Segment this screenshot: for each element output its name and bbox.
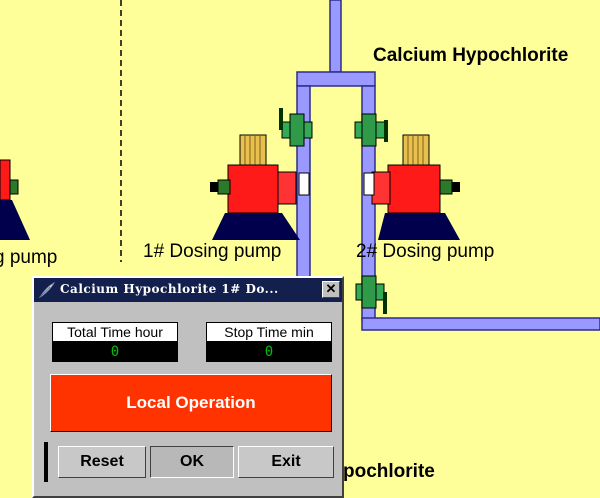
feather-icon (38, 282, 56, 299)
chemical-label-top: Calcium Hypochlorite (373, 45, 569, 66)
ok-button[interactable]: OK (150, 446, 234, 478)
pump-2-label: 2# Dosing pump (356, 241, 495, 262)
local-operation-button[interactable]: Local Operation (50, 374, 332, 432)
pump-partial-icon (0, 159, 30, 240)
valve-1-icon[interactable] (279, 108, 313, 147)
reset-button[interactable]: Reset (58, 446, 146, 478)
stop-time-label: Stop Time min (206, 322, 332, 342)
flow-gauge-1 (298, 172, 310, 196)
pump-1-label: 1# Dosing pump (143, 241, 282, 262)
stop-time-field: Stop Time min 0 (206, 322, 332, 362)
valve-2-icon[interactable] (354, 113, 388, 147)
flow-gauge-2 (363, 172, 375, 196)
pump-2-icon[interactable] (371, 134, 460, 240)
chemical-label-bottom: pochlorite (343, 461, 435, 482)
pipe-bottom (361, 317, 600, 331)
pump-left-label: g pump (0, 247, 58, 268)
total-time-value: 0 (52, 342, 178, 362)
pump-control-dialog: Calcium Hypochlorite 1# Do... ✕ Total Ti… (32, 276, 344, 498)
stop-time-value[interactable]: 0 (206, 342, 332, 362)
pipe-main-vertical (329, 0, 342, 73)
dialog-title: Calcium Hypochlorite 1# Do... (60, 282, 279, 296)
total-time-field: Total Time hour 0 (52, 322, 178, 362)
dialog-button-bar: Reset OK Exit (44, 442, 338, 482)
pipe-header (296, 71, 376, 87)
total-time-label: Total Time hour (52, 322, 178, 342)
valve-3-icon[interactable] (355, 275, 387, 314)
exit-button[interactable]: Exit (238, 446, 334, 478)
close-button[interactable]: ✕ (322, 281, 340, 298)
pump-1-icon[interactable] (210, 134, 300, 240)
dialog-title-bar[interactable]: Calcium Hypochlorite 1# Do... ✕ (34, 278, 342, 302)
